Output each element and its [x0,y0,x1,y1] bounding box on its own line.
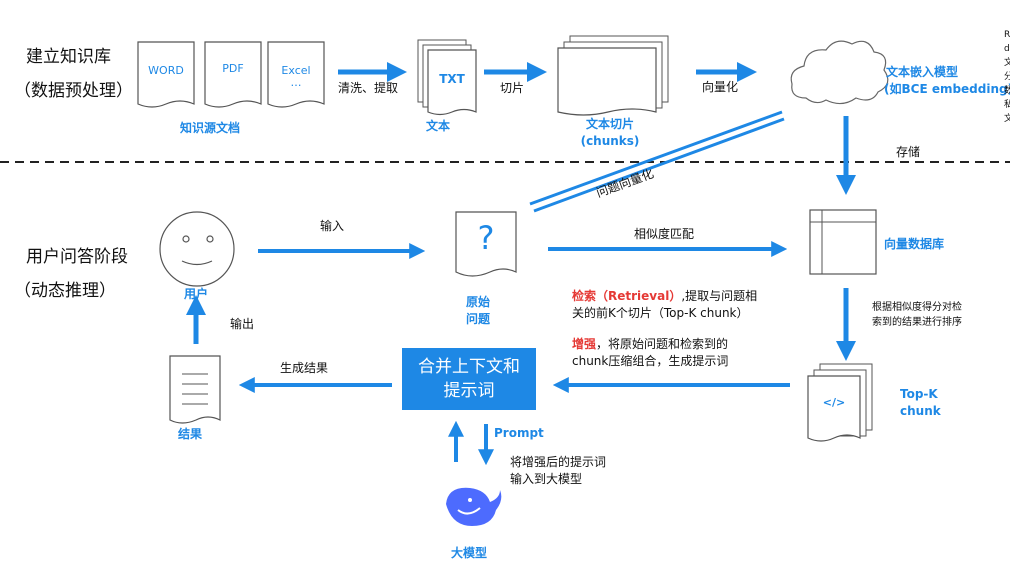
vector-db-icon [809,209,877,275]
input-edge-label: 输入 [320,219,345,233]
embedding-model-cloud-icon [790,40,889,105]
llm-note: 将增强后的提示词 输入到大模型 [510,454,606,488]
word-doc-text: WORD [148,64,184,77]
topk-label-line2: chunk [900,404,941,418]
retrieval-keyword: 检索（Retrieval） [572,289,682,303]
merge-context-prompt-box: 合并上下文和 提示词 [402,348,536,410]
topk-label: Top-K chunk [900,386,941,420]
augment-note: 增强，将原始问题和检索到的 chunk压缩组合，生成提示词 [572,336,728,370]
txt-icon-text: TXT [439,72,465,86]
retrieval-note-line2: 关的前K个切片（Top-K chunk） [572,306,749,320]
rerank-note-line1: 根据相似度得分对检 [872,302,962,313]
prompt-edge-label: Prompt [494,426,544,440]
stage-2-line2: （动态推理） [14,281,116,301]
excel-doc-icon [267,41,325,108]
stage-2-title: 用户问答阶段 （动态推理） [14,240,128,308]
llm-label: 大模型 [450,546,487,560]
llm-note-line1: 将增强后的提示词 [510,455,607,469]
result-edge-label: 生成结果 [280,361,329,375]
rerank-note: 根据相似度得分对检 索到的结果进行排序 [872,300,962,330]
chunks-label-line1: 文本切片 [585,117,634,131]
embedding-model-line1: 文本嵌入模型 [886,65,959,79]
question-label-line1: 原始 [465,295,490,309]
stage-1-title: 建立知识库 （数据预处理） [14,40,133,108]
cropped-text-line: 数 [1004,86,1010,96]
store-edge-label: 存储 [896,145,921,159]
stage-1-line2: （数据预处理） [14,81,133,101]
cropped-side-text: R d 文 分 数 私 文 [1004,28,1010,126]
text-doc-label: 文本 [425,119,450,133]
cropped-text-line: 私 [1004,100,1010,110]
pdf-doc-text: PDF [222,62,244,75]
cropped-text-line: d [1004,44,1010,54]
similarity-edge-label: 相似度匹配 [634,227,695,241]
rerank-note-line2: 索到的结果进行排序 [872,317,962,328]
chunks-icon [557,35,669,116]
merge-box-line2: 提示词 [443,381,495,401]
topk-chunk-icon [807,363,873,442]
text-doc-icon [417,39,477,116]
question-label-line2: 问题 [465,312,490,326]
chunk-edge-label: 切片 [500,81,525,95]
result-doc-icon [169,355,221,424]
stage-1-line1: 建立知识库 [26,47,111,67]
embedding-model-line2: (如BCE embedding) [884,82,1010,96]
chunks-label: 文本切片 (chunks) [570,116,650,150]
excel-doc-dots: … [290,76,302,89]
code-icon-text: </> [822,396,846,409]
vector-db-label: 向量数据库 [884,237,945,251]
vectorize-edge-label: 向量化 [702,80,739,94]
cropped-text-line: 文 [1004,114,1010,124]
retrieval-note-rest: ,提取与问题相 [681,289,758,303]
question-label: 原始 问题 [456,294,500,328]
chunks-label-line2: (chunks) [580,134,640,148]
user-avatar-icon [159,211,235,287]
user-label: 用户 [183,287,208,301]
llm-note-line2: 输入到大模型 [510,472,583,486]
excel-doc-text: Excel [281,64,311,77]
result-label: 结果 [177,427,202,441]
stage-2-line1: 用户问答阶段 [26,247,128,267]
clean-edge-label: 清洗、提取 [338,81,399,95]
arrow-question-vectorize [529,110,785,213]
source-docs-label: 知识源文档 [179,121,240,135]
llm-whale-logo-icon [436,472,506,542]
retrieval-note: 检索（Retrieval）,提取与问题相 关的前K个切片（Top-K chunk… [572,288,757,322]
augment-keyword: 增强 [572,337,597,351]
word-doc-icon [137,41,195,108]
pdf-doc-icon [204,41,262,108]
embedding-model-label: 文本嵌入模型 (如BCE embedding) [884,64,1010,98]
output-edge-label: 输出 [230,317,255,331]
question-mark-icon: ? [477,219,495,257]
cropped-text-line: 文 [1004,58,1010,68]
augment-note-line2: chunk压缩组合，生成提示词 [572,354,729,368]
augment-note-rest: ，将原始问题和检索到的 [596,337,729,351]
merge-box-line1: 合并上下文和 [418,357,520,377]
question-doc-icon [455,211,517,277]
topk-label-line1: Top-K [900,387,938,401]
cropped-text-line: R [1004,30,1010,40]
cropped-text-line: 分 [1004,72,1010,82]
